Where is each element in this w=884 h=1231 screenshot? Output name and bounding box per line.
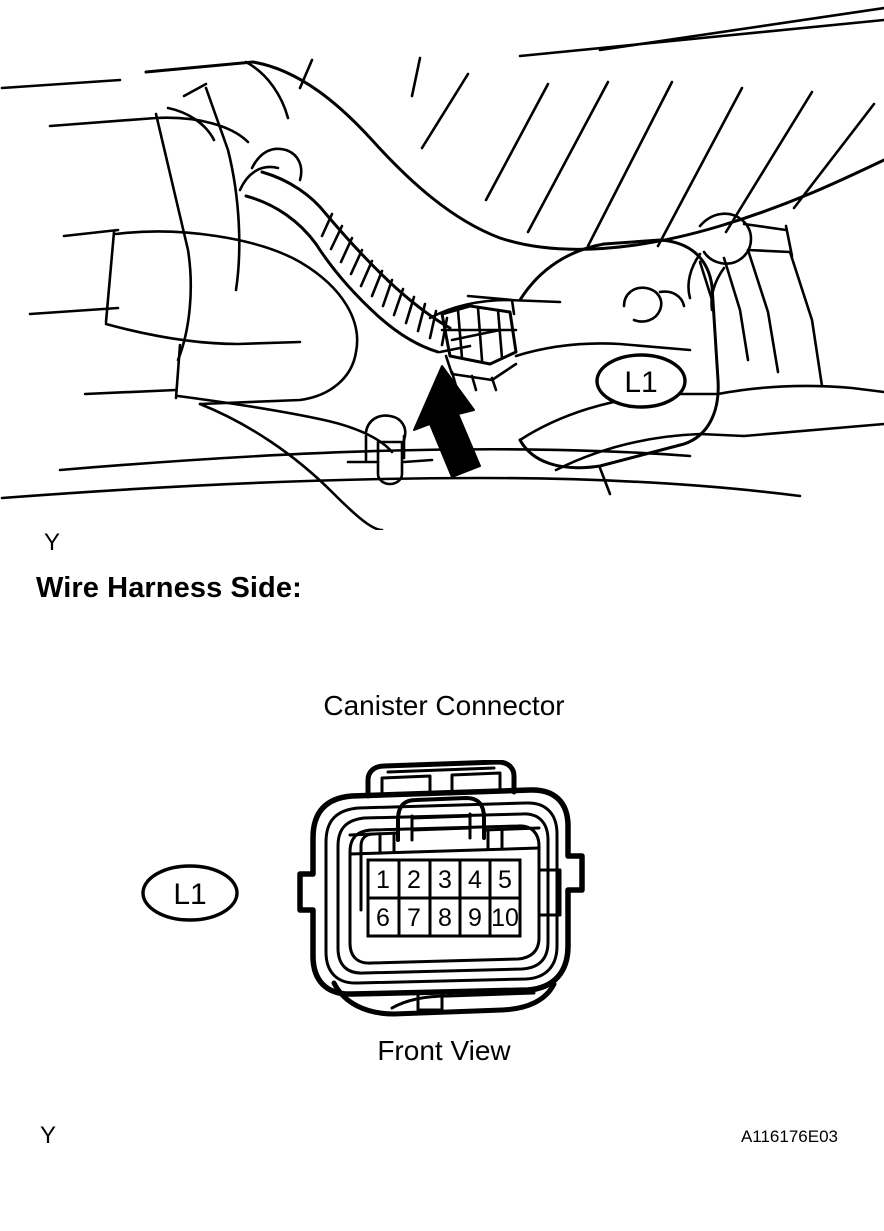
pin-label-6: 6	[376, 904, 390, 932]
pin-label-2: 2	[407, 866, 421, 894]
illustration-l1-badge: L1	[595, 353, 687, 409]
connector-l1-badge: L1	[141, 864, 239, 922]
pin-label-3: 3	[438, 866, 452, 894]
pin-label-1: 1	[376, 866, 390, 894]
connector-title: Canister Connector	[323, 690, 565, 721]
pin-label-5: 5	[498, 866, 512, 894]
figure-code: A116176E03	[740, 1127, 838, 1146]
pin-label-4: 4	[468, 866, 482, 894]
front-view-label: Front View	[377, 1035, 511, 1066]
wire-harness-side-heading: Wire Harness Side:	[36, 572, 302, 604]
callout-arrow	[413, 365, 481, 478]
crop-mark-top: Y	[44, 529, 61, 556]
engine-bay-illustration: L1	[0, 0, 884, 530]
pin-label-10: 10	[491, 904, 519, 932]
pin-label-8: 8	[438, 904, 452, 932]
connector-pinout-diagram: L1	[130, 760, 750, 1025]
illustration-linework	[0, 6, 884, 530]
pin-label-7: 7	[407, 904, 421, 932]
crop-mark-bottom: Y	[40, 1122, 57, 1149]
connector-l1-badge-text: L1	[173, 878, 206, 911]
illustration-l1-badge-text: L1	[624, 366, 657, 399]
pin-grid: 1 2 3 4 5 6 7 8 9 10	[366, 858, 522, 938]
pin-label-9: 9	[468, 904, 482, 932]
